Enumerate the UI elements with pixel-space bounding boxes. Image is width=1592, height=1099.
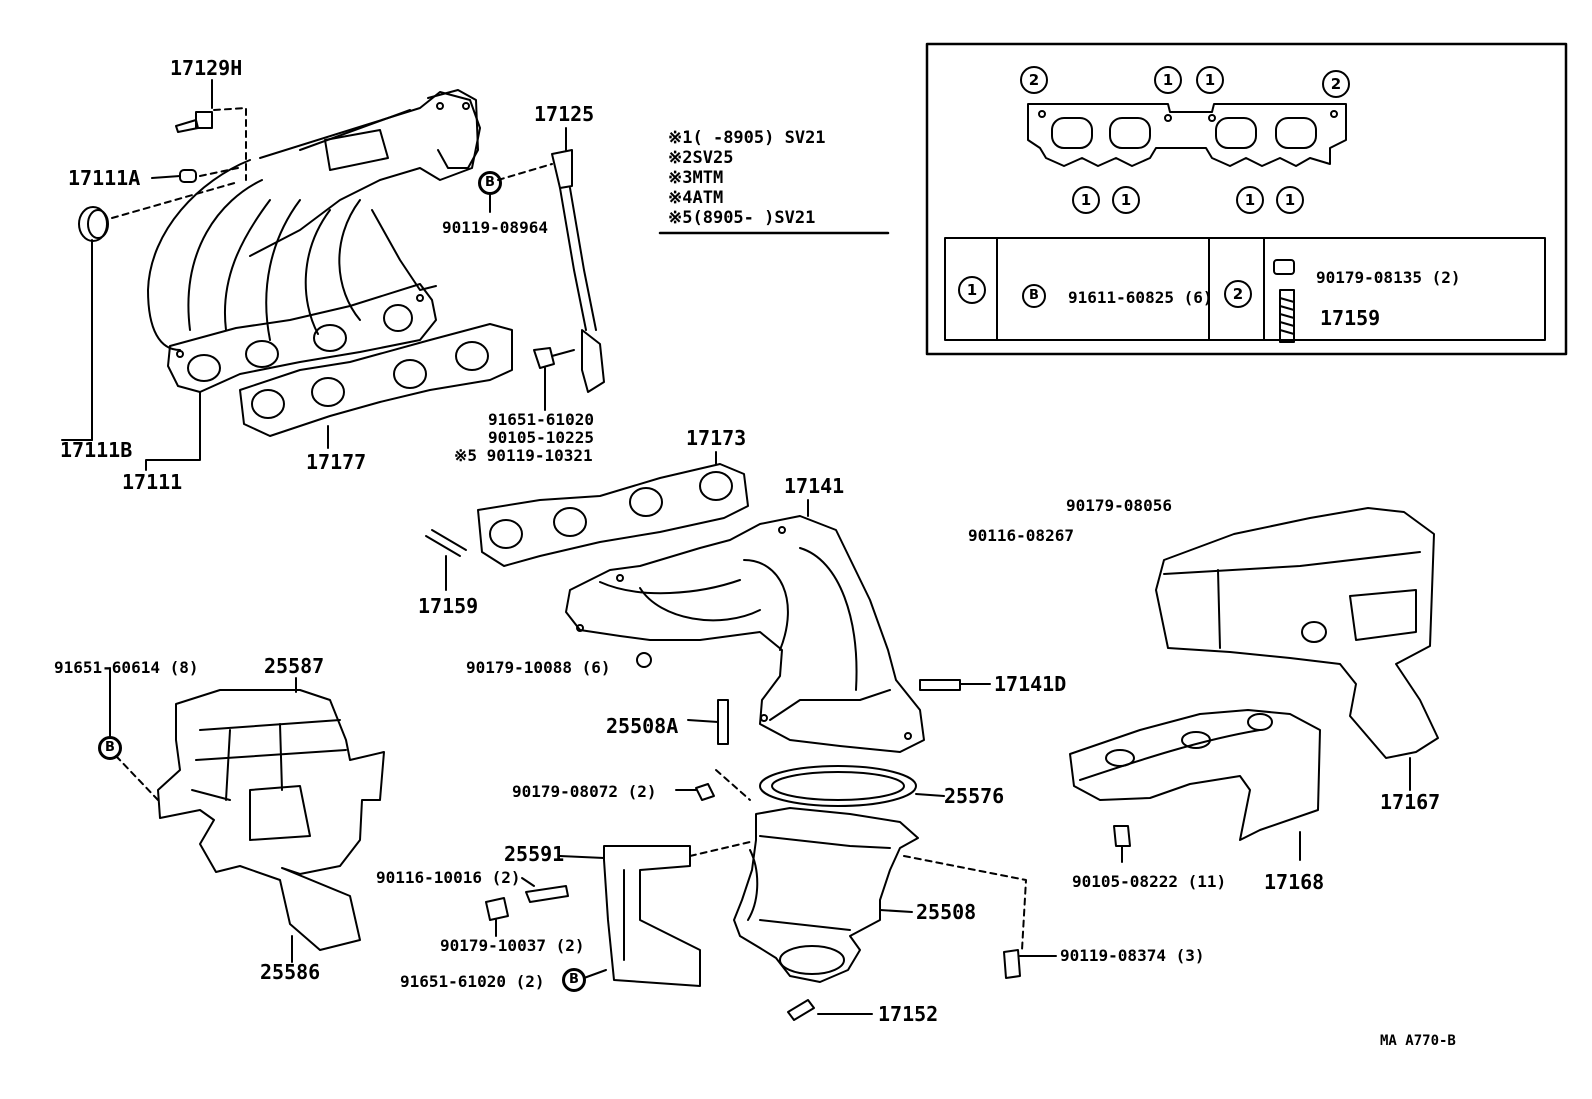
label-25591: 25591 [504, 842, 565, 866]
label-25587: 25587 [264, 654, 325, 678]
inset-table-mark-1: 1 [958, 276, 986, 304]
label-17141D: 17141D [994, 672, 1067, 696]
label-90116-10016: 90116-10016 (2) [376, 868, 521, 887]
b-marker: B [478, 171, 502, 195]
label-25576: 25576 [944, 784, 1005, 808]
label-90105-08222: 90105-08222 (11) [1072, 872, 1227, 891]
heat-insulator-17168 [1069, 709, 1321, 863]
label-17177: 17177 [306, 450, 367, 474]
inset-mark-bottom-2: 1 [1112, 186, 1140, 214]
inset-mark-top-2: 1 [1154, 66, 1182, 94]
note-mark: ※5 [668, 208, 693, 228]
inset-table-stud: 17159 [1320, 306, 1381, 330]
gasket-17177 [239, 323, 513, 449]
bolt-17129H [175, 79, 247, 181]
label-17111: 17111 [122, 470, 183, 494]
inset-table-bolt: 91611-60825 (6) [1068, 288, 1213, 307]
label-90105-10225: 90105-10225 [488, 428, 594, 447]
diagram-code: MA A770-B [1380, 1033, 1456, 1049]
label-17129H: 17129H [170, 56, 243, 80]
label-17168: 17168 [1264, 870, 1325, 894]
bolt-90119-08374 [1003, 949, 1057, 979]
inset-mark-bottom-4: 1 [1276, 186, 1304, 214]
inset-table-nut: 90179-08135 (2) [1316, 268, 1461, 287]
label-17173: 17173 [686, 426, 747, 450]
note-mark: ※3 [668, 168, 693, 188]
note-text: SV25 [692, 148, 734, 168]
inset-mark-top-4: 2 [1322, 70, 1350, 98]
inset-table-mark-2: 2 [1224, 280, 1252, 308]
label-17141: 17141 [784, 474, 845, 498]
bracket-25591 [559, 841, 751, 987]
label-90119-08374: 90119-08374 (3) [1060, 946, 1205, 965]
note-4: ※4ATM [668, 190, 723, 207]
ring-17111B [61, 181, 239, 441]
nut-90179-10037 [485, 897, 509, 937]
note-5: ※5(8905- )SV21 [668, 210, 815, 227]
stud-17152 [787, 999, 873, 1021]
exhaust-manifold-17141 [565, 499, 925, 753]
heat-insulator-25587 [99, 667, 385, 963]
gasket-17173 [477, 451, 749, 567]
note-mark: ※2 [668, 148, 693, 168]
inset-mark-top-1: 2 [1020, 66, 1048, 94]
label-91651-60614: 91651-60614 (8) [54, 658, 199, 677]
note-mark: ※4 [668, 188, 693, 208]
note-text: (8905- )SV21 [692, 208, 816, 228]
label-17152: 17152 [878, 1002, 939, 1026]
label-90179-10037: 90179-10037 (2) [440, 936, 585, 955]
note-text: ATM [692, 188, 724, 208]
note-2: ※2SV25 [668, 150, 733, 167]
b-marker: B [98, 736, 122, 760]
stay-17125 [479, 127, 605, 411]
b-marker: B [1022, 284, 1046, 308]
stud-17141D [919, 679, 991, 691]
label-17111B: 17111B [60, 438, 133, 462]
gasket-inset-box [925, 42, 1568, 356]
label-90116-08267: 90116-08267 [968, 526, 1074, 545]
label-25508: 25508 [916, 900, 977, 924]
leader-17111 [145, 391, 201, 471]
note-text: MTM [692, 168, 724, 188]
label-90179-08072: 90179-08072 (2) [512, 782, 657, 801]
stud-90116-10016 [521, 877, 569, 903]
label-17111A: 17111A [68, 166, 141, 190]
stud-25508A [687, 699, 729, 745]
inset-mark-bottom-1: 1 [1072, 186, 1100, 214]
label-90179-10088: 90179-10088 (6) [466, 658, 611, 677]
label-17125: 17125 [534, 102, 595, 126]
inset-mark-top-3: 1 [1196, 66, 1224, 94]
heat-insulator-17167 [1155, 507, 1439, 791]
label-91651-61020: 91651-61020 [488, 410, 594, 429]
converter-25508 [733, 807, 1027, 983]
b-marker: B [562, 968, 586, 992]
stud-17159 [425, 529, 467, 591]
note-mark: ※1 [668, 128, 693, 148]
label-25586: 25586 [260, 960, 321, 984]
label-17159: 17159 [418, 594, 479, 618]
inset-mark-bottom-3: 1 [1236, 186, 1264, 214]
note-1: ※1( -8905) SV21 [668, 130, 826, 147]
label-91651-61020-2: 91651-61020 (2) [400, 972, 545, 991]
note-text: ( -8905) SV21 [692, 128, 826, 148]
label-25508A: 25508A [606, 714, 679, 738]
nut-90179-10088 [636, 652, 652, 668]
plug-17111A [151, 167, 239, 183]
intake-manifold-17111 [147, 89, 481, 393]
label-90179-08056: 90179-08056 [1066, 496, 1172, 515]
note-3: ※3MTM [668, 170, 723, 187]
nut-90179-08072 [675, 769, 751, 801]
label-90119-08964: 90119-08964 [442, 218, 548, 237]
gasket-25576 [759, 765, 945, 807]
label-90119-10321: ※5 90119-10321 [454, 446, 593, 465]
label-17167: 17167 [1380, 790, 1441, 814]
